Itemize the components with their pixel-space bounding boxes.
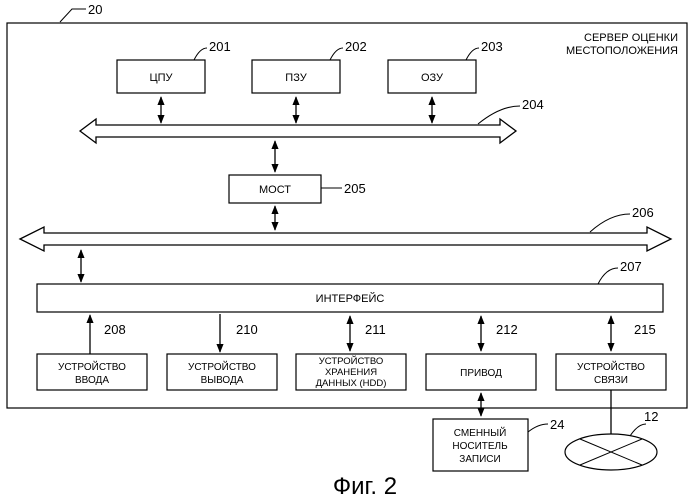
comm-device-line2: СВЯЗИ [594,375,628,386]
figure-caption: Фиг. 2 [333,473,397,500]
external-bus [20,227,671,251]
external-bus-ref-leader [590,214,630,232]
input-device-line1: УСТРОЙСТВО [58,360,126,373]
network-ref: 12 [644,409,658,424]
removable-medium-line1: СМЕННЫЙ [454,426,507,439]
bridge-label: МОСТ [259,184,291,196]
rom-ref: 202 [345,39,367,54]
bridge-ref: 205 [344,181,366,196]
network-ref-leader [630,424,646,436]
ram-ref-leader [466,48,479,60]
storage-device-ref: 211 [365,322,386,337]
output-device-line1: УСТРОЙСТВО [188,360,256,373]
cpu-ref-leader [194,48,207,60]
storage-device-line1: УСТРОЙСТВО [319,355,384,367]
removable-medium-ref: 24 [550,417,564,432]
server-title-line1: СЕРВЕР ОЦЕНКИ [584,32,678,44]
server-ref: 20 [88,2,102,17]
interface-ref: 207 [620,259,642,274]
host-bus-ref: 204 [522,97,544,112]
input-device-line2: ВВОДА [75,375,109,386]
host-bus-ref-leader [478,106,520,124]
removable-medium-line2: НОСИТЕЛЬ [452,441,508,452]
host-bus [80,119,516,143]
comm-device-line1: УСТРОЙСТВО [577,360,645,373]
removable-medium-line3: ЗАПИСИ [459,454,500,465]
storage-device-line2: ХРАНЕНИЯ [325,367,377,378]
removable-medium-ref-leader [528,424,548,432]
ram-label: ОЗУ [421,72,444,84]
server-ref-leader [60,9,86,22]
comm-device-ref: 215 [634,322,656,337]
drive-ref: 212 [496,322,518,337]
rom-label: ПЗУ [285,72,307,84]
interface-label: ИНТЕРФЕЙС [316,292,385,305]
storage-device-line3: ДАННЫХ (HDD) [316,378,387,389]
interface-ref-leader [598,268,618,284]
drive-label: ПРИВОД [460,368,502,379]
input-device-ref: 208 [104,322,126,337]
server-frame [7,23,687,408]
ram-ref: 203 [481,39,503,54]
server-title-line2: МЕСТОПОЛОЖЕНИЯ [566,45,678,57]
output-device-line2: ВЫВОДА [201,375,244,386]
cpu-ref: 201 [209,39,231,54]
external-bus-ref: 206 [632,205,654,220]
rom-ref-leader [330,48,343,60]
output-device-ref: 210 [236,322,258,337]
cpu-label: ЦПУ [149,72,173,84]
